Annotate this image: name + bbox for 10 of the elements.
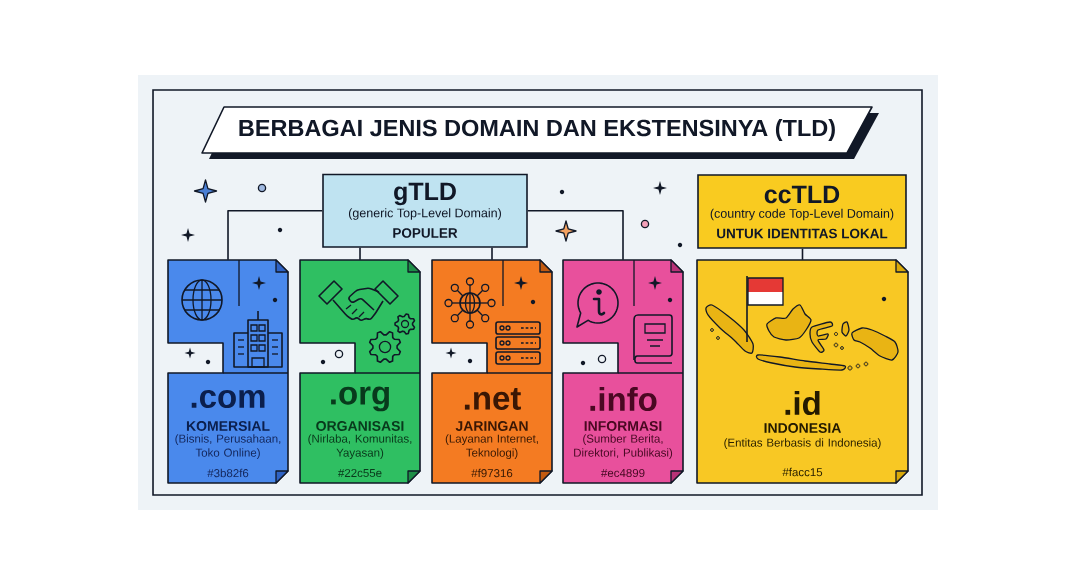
- connector-line: [527, 209, 624, 261]
- connector-line: [227, 209, 323, 261]
- category-box: gTLD (generic Top-Level Domain) POPULER: [322, 173, 528, 248]
- document-card: .org ORGANISASI (Nirlaba, Komunitas, Yayasan) #22c55e: [299, 259, 421, 484]
- title-banner: BERBAGAI JENIS DOMAIN DAN EKSTENSINYA (TLD): [201, 106, 879, 159]
- connector-line: [359, 247, 361, 261]
- document-card: .info INFORMASI (Sumber Berita, Direktori, Publikasi) #ec4899: [562, 259, 684, 484]
- connector-line: [801, 248, 804, 261]
- category-box: ccTLD (country code Top-Level Domain) UNTUK IDENTITAS LOKAL: [697, 174, 907, 249]
- connector-line: [491, 247, 493, 261]
